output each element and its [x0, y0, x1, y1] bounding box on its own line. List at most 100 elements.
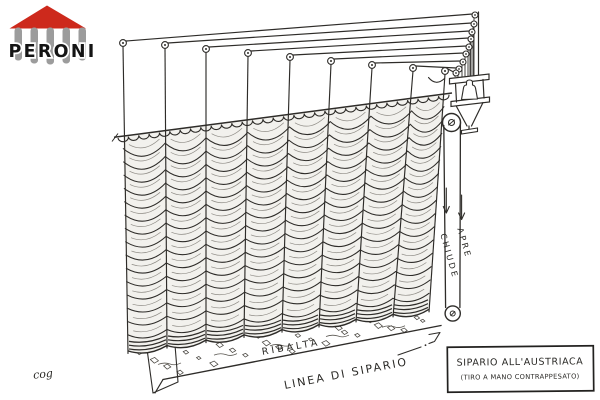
swag-shade-line: [400, 262, 427, 270]
rubble-stone: [242, 352, 249, 358]
swag-fold-line: [126, 275, 167, 287]
swag-shade-line: [375, 119, 406, 130]
swag-shade-line: [248, 309, 278, 317]
gathered-hem-ring: [167, 333, 206, 342]
overhead-cord: [250, 37, 469, 52]
swag-fold-line: [405, 159, 441, 172]
swag-fold-line: [245, 193, 288, 206]
swag-fold-line: [324, 195, 366, 208]
rubble-stone: [209, 360, 219, 368]
swag-shade-line: [291, 197, 321, 206]
swag-column: [165, 124, 206, 348]
rubble-stone: [149, 357, 160, 364]
rubble-stone: [162, 363, 172, 370]
swag-shade-line: [329, 205, 359, 214]
close-rope-label: CHIUDE: [438, 232, 460, 280]
gathered-hem-ring: [319, 316, 356, 325]
swag-shade-line: [293, 157, 323, 167]
gathered-hem-ring: [282, 322, 319, 330]
swag-shade-line: [401, 248, 428, 257]
rubble-stone: [419, 318, 426, 323]
swag-shade-line: [129, 165, 160, 175]
rubble-stone: [228, 347, 237, 354]
swag-fold-line: [287, 161, 329, 175]
swag-fold-line: [370, 110, 413, 125]
swag-shade-line: [333, 152, 363, 161]
swag-shade-line: [372, 146, 403, 156]
swag-shade-line: [128, 138, 160, 149]
swag-shade-line: [293, 143, 324, 153]
swag-shade-line: [130, 218, 161, 227]
swag-shade-line: [398, 275, 426, 283]
swag-fold-line: [328, 129, 371, 143]
swag-fold-line: [392, 292, 430, 303]
swag-fold-line: [165, 230, 207, 243]
hand-rope: CHIUDE APRE: [438, 123, 474, 322]
cord-pulley-axle: [412, 67, 414, 69]
cord-pulley-axle: [289, 56, 291, 58]
swag-shade-line: [252, 149, 283, 159]
gathered-hem-ring: [319, 309, 356, 317]
swag-shade-line: [132, 311, 162, 319]
swag-shade-line: [333, 138, 364, 148]
overhead-rigging: [119, 11, 479, 354]
swag-fold-line: [205, 158, 248, 172]
swag-fold-line: [285, 214, 326, 227]
swag-fold-line: [366, 163, 407, 177]
swag-fold-line: [359, 244, 399, 255]
swag-shade-line: [131, 258, 162, 267]
head-block-pulley-axle: [474, 14, 476, 16]
gathered-hem-ring: [393, 306, 429, 314]
swag-fold-line: [243, 313, 283, 323]
overhead-cord: [208, 30, 470, 48]
swag-fold-line: [124, 209, 167, 222]
peroni-logo: PERONI: [7, 5, 96, 65]
swag-fold-line: [318, 302, 357, 313]
counterweight-icon: [460, 79, 479, 101]
swag-shade-line: [170, 146, 201, 156]
swag-shade-line: [171, 306, 201, 314]
swag-fold-line: [165, 217, 207, 230]
swag-shade-line: [368, 200, 398, 209]
head-block-pulley-axle: [471, 31, 473, 33]
swag-fold-line: [126, 289, 168, 300]
weight-frame-posts: [454, 78, 485, 103]
swag-fold-line: [327, 155, 369, 169]
column-bottom-edge: [166, 339, 207, 349]
swag-shade-line: [410, 155, 436, 164]
swag-shade-line: [250, 255, 280, 264]
ribalta-left-corner-line: [154, 378, 164, 394]
rubble-stone: [274, 344, 284, 351]
swag-fold-line: [328, 142, 370, 156]
swag-fold-line: [244, 246, 286, 258]
rubble-stone: [215, 342, 224, 349]
rubble-stone: [400, 327, 408, 333]
swag-shade-line: [291, 183, 322, 193]
swag-shade-line: [331, 178, 361, 188]
swag-fold-line: [404, 172, 440, 185]
swag-shade-line: [130, 231, 161, 241]
gathered-hem-ring: [244, 327, 282, 335]
rubble-dash: [213, 353, 238, 356]
gathered-hem-ring: [244, 323, 282, 331]
swag-fold-line: [166, 283, 207, 295]
swag-fold-line: [164, 163, 207, 178]
gathered-hem-ring: [167, 337, 206, 346]
swag-fold-line: [355, 297, 394, 308]
swag-shade-line: [250, 242, 280, 251]
swag-shade-line: [330, 192, 360, 201]
swag-fold-line: [288, 121, 331, 135]
swag-fold-line: [408, 132, 443, 146]
swag-shade-line: [365, 240, 394, 248]
swag-fold-line: [205, 225, 247, 237]
lift-cord: [392, 70, 414, 318]
overhead-cord: [447, 68, 454, 73]
swag-fold-line: [126, 302, 168, 313]
open-rope-label: APRE: [455, 227, 473, 260]
swag-fold-line: [360, 230, 401, 242]
swag-fold-line: [407, 146, 442, 159]
swag-fold-line: [205, 238, 247, 250]
swag-shade-line: [170, 173, 201, 183]
swag-fold-line: [205, 291, 246, 302]
gathered-hem-ring: [319, 313, 356, 321]
